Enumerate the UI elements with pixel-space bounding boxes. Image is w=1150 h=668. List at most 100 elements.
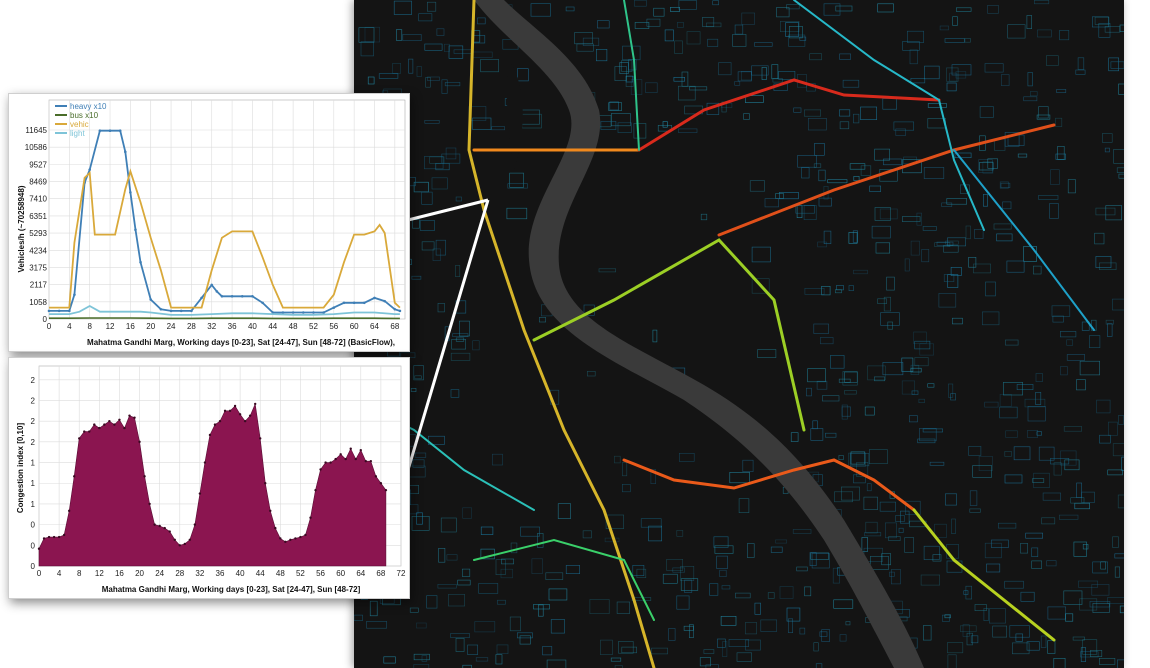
city-block: [1099, 262, 1117, 270]
data-point: [163, 526, 166, 530]
city-block: [1094, 232, 1105, 245]
city-block: [1065, 613, 1074, 622]
city-block: [947, 642, 964, 654]
data-point: [118, 418, 121, 421]
data-point: [291, 311, 295, 314]
city-block: [437, 583, 457, 589]
city-block: [834, 491, 853, 503]
city-block: [883, 296, 892, 312]
city-block: [1106, 323, 1113, 337]
data-point: [88, 168, 91, 171]
city-block: [474, 621, 496, 633]
city-block: [916, 212, 922, 226]
river-island: [506, 60, 523, 170]
y-tick-label: 2: [31, 438, 36, 447]
data-point: [342, 301, 346, 305]
city-block: [664, 29, 674, 42]
city-block: [898, 527, 904, 533]
data-point: [139, 260, 142, 264]
city-block: [978, 159, 993, 173]
city-block: [1064, 459, 1080, 471]
city-block: [369, 600, 378, 617]
city-block: [864, 406, 875, 416]
data-point: [384, 488, 388, 492]
city-block: [1050, 457, 1070, 465]
city-block: [441, 79, 448, 94]
city-block: [840, 486, 860, 501]
city-block: [817, 241, 827, 248]
city-block: [1000, 182, 1011, 188]
city-block: [672, 567, 685, 573]
city-block: [821, 285, 831, 296]
city-block: [477, 17, 486, 25]
city-block: [1066, 339, 1074, 346]
data-point: [113, 423, 116, 426]
x-tick-label: 4: [67, 322, 72, 331]
city-block: [1105, 319, 1114, 325]
data-point: [264, 482, 267, 485]
data-point: [301, 311, 305, 314]
x-tick-label: 64: [370, 322, 379, 331]
data-point: [332, 306, 336, 309]
y-tick-label: 0: [31, 541, 36, 550]
city-block: [360, 41, 374, 57]
city-block: [1049, 203, 1059, 219]
city-block: [409, 607, 419, 613]
map-canvas[interactable]: [354, 0, 1124, 668]
city-block: [830, 355, 845, 369]
city-block: [1004, 474, 1023, 484]
city-block: [1037, 29, 1052, 38]
city-block: [444, 43, 450, 52]
city-block: [1056, 89, 1067, 93]
city-block: [968, 256, 977, 268]
data-point: [279, 537, 282, 540]
data-point: [47, 535, 51, 539]
road-east-link: [953, 149, 1095, 331]
road-ring-west: [467, 0, 656, 668]
city-block: [506, 207, 528, 220]
city-block: [1113, 149, 1124, 164]
city-block: [1082, 543, 1089, 550]
city-block: [863, 496, 878, 510]
city-block: [1004, 132, 1020, 147]
city-block: [904, 258, 910, 272]
city-block: [954, 152, 972, 158]
city-block: [418, 13, 433, 22]
city-block: [890, 569, 901, 585]
city-block: [754, 42, 773, 47]
city-block: [963, 590, 969, 595]
city-block: [721, 585, 731, 590]
data-point: [128, 414, 131, 417]
data-point: [68, 309, 71, 313]
y-tick-label: 6351: [29, 212, 47, 221]
city-block: [1040, 635, 1047, 648]
city-block: [1080, 651, 1099, 658]
chart-grid: [48, 99, 406, 320]
city-block: [650, 469, 656, 484]
city-block: [702, 17, 715, 27]
x-tick-label: 48: [276, 569, 285, 578]
city-block: [751, 65, 769, 76]
city-block: [1015, 633, 1023, 642]
city-block: [776, 7, 790, 18]
city-block: [441, 153, 461, 164]
city-block: [1035, 391, 1042, 405]
city-block: [818, 169, 826, 182]
city-block: [548, 588, 568, 601]
data-point: [78, 437, 81, 440]
city-block: [744, 622, 757, 635]
data-point: [248, 414, 252, 417]
city-block: [480, 526, 494, 535]
city-block: [531, 558, 543, 574]
city-block: [1121, 456, 1124, 471]
city-block: [633, 123, 647, 139]
traffic-map[interactable]: [354, 0, 1124, 668]
data-point: [312, 311, 315, 314]
data-point: [223, 409, 227, 413]
city-block: [1095, 207, 1116, 216]
city-block: [922, 226, 937, 231]
city-block: [908, 415, 918, 423]
city-block: [860, 165, 872, 176]
x-tick-label: 52: [296, 569, 305, 578]
